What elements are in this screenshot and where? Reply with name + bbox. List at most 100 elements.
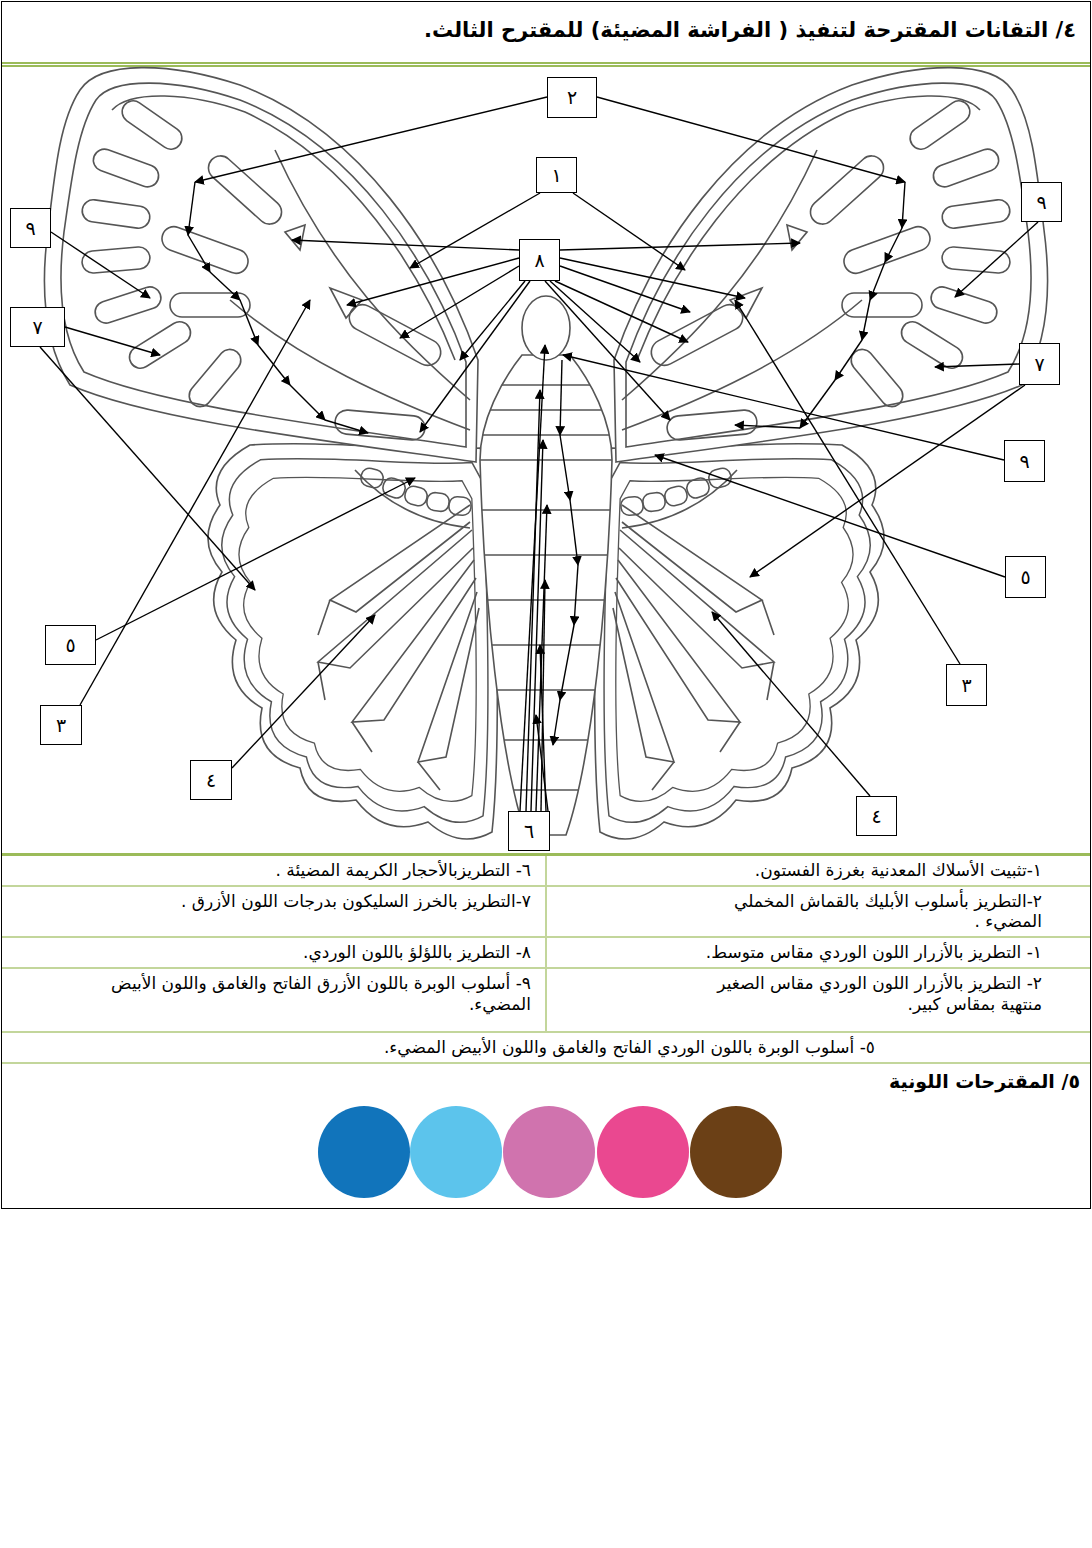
table-row: ١- التطريز بالأزرار اللون الوردي مقاس مت… xyxy=(2,938,1090,969)
leader-lines-part xyxy=(325,420,368,433)
leader-lines-part xyxy=(195,97,547,182)
leader-lines-part xyxy=(862,300,870,340)
callout-box: ٥ xyxy=(45,625,96,665)
leader-lines-part xyxy=(51,232,150,298)
callout-box: ٢ xyxy=(547,77,597,118)
leader-lines-part xyxy=(560,243,800,250)
leader-lines-part xyxy=(735,425,800,428)
hind-wing-part xyxy=(330,505,470,612)
hind-wing-part xyxy=(208,444,497,839)
leader-lines-part xyxy=(258,345,290,385)
callout-box: ٤ xyxy=(190,760,232,800)
leader-lines-part xyxy=(400,266,519,338)
technique-text: ٧-التطريز بالخرز السليكون بدرجات اللون ا… xyxy=(102,891,531,912)
leader-lines-part xyxy=(40,347,255,590)
fore-wing-part xyxy=(185,345,246,411)
table-row: ٥- أسلوب الوبرة باللون الوردي الفاتح وال… xyxy=(2,1033,1090,1064)
leader-lines-part xyxy=(560,258,745,298)
technique-text: ١-تثبيت الأسلاك المعدنية بغرزة الفستون. xyxy=(697,860,1042,881)
leader-lines-part xyxy=(655,455,1005,577)
fore-wing-part xyxy=(159,223,252,276)
callout-number: ٥ xyxy=(1020,568,1030,587)
hind-wing-part xyxy=(448,496,471,515)
fore-wing-part xyxy=(170,293,250,317)
callout-number: ٧ xyxy=(1034,355,1044,374)
fore-wing-part xyxy=(81,246,151,274)
callout-box: ٩ xyxy=(1004,440,1045,482)
hind-wing-part xyxy=(418,592,479,762)
technique-text: ٨- التطريز باللؤلؤ باللون الوردي. xyxy=(102,942,531,963)
table-cell: ٢- التطريز بالأزرار اللون الوردي مقاس ال… xyxy=(545,969,1090,1031)
table-cell: ٥- أسلوب الوبرة باللون الوردي الفاتح وال… xyxy=(2,1033,1090,1062)
leader-lines-part xyxy=(597,97,905,182)
leader-lines xyxy=(40,97,1038,811)
hind-wing-part xyxy=(318,600,440,790)
leader-lines-part xyxy=(65,327,160,355)
technique-text: ٢-التطريز بأسلوب الأبليك بالقماش المخملي… xyxy=(697,891,1042,932)
leader-lines-part xyxy=(885,228,902,262)
wing-half xyxy=(44,68,497,839)
leader-lines-part xyxy=(935,364,1019,367)
technique-table: ١-تثبيت الأسلاك المعدنية بغرزة الفستون. ٦… xyxy=(2,856,1090,1064)
leader-lines-part xyxy=(573,193,685,270)
technique-text: ١- التطريز بالأزرار اللون الوردي مقاس مت… xyxy=(697,942,1042,963)
callout-number: ٤ xyxy=(871,807,881,826)
callout-number: ٣ xyxy=(961,676,971,695)
callout-box: ٤ xyxy=(856,796,897,836)
fore-wing-part xyxy=(345,300,446,370)
leader-lines-part xyxy=(188,235,210,272)
leader-lines-part xyxy=(570,500,578,565)
table-cell: ١- التطريز بالأزرار اللون الوردي مقاس مت… xyxy=(545,938,1090,967)
callout-number: ٥ xyxy=(65,636,75,655)
technique-text: ٦- التطريزبالأحجار الكريمة المضيئة . xyxy=(102,860,531,881)
hind-wing-part xyxy=(239,477,476,801)
leader-lines-part xyxy=(232,615,375,768)
fore-wing-part xyxy=(81,198,151,229)
leader-lines-part xyxy=(292,240,519,250)
leader-lines-part xyxy=(188,182,195,235)
table-cell: ٦- التطريزبالأحجار الكريمة المضيئة . xyxy=(2,856,545,885)
leader-lines-part xyxy=(800,380,835,428)
table-cell: ٩- أسلوب الوبرة باللون الأزرق الفاتح وال… xyxy=(2,969,545,1031)
technique-text: ٢- التطريز بالأزرار اللون الوردي مقاس ال… xyxy=(697,973,1042,1014)
fore-wing-part xyxy=(125,318,194,373)
callout-number: ٤ xyxy=(206,771,216,790)
table-row: ٢-التطريز بأسلوب الأبليك بالقماش المخملي… xyxy=(2,887,1090,938)
callout-box: ١ xyxy=(536,157,577,193)
color-swatch xyxy=(318,1106,410,1198)
leader-lines-part xyxy=(870,262,885,300)
leader-lines-part xyxy=(80,300,310,705)
color-swatches xyxy=(2,1096,1090,1208)
leader-lines-part xyxy=(902,182,905,228)
leader-lines-part xyxy=(545,281,670,420)
page-title: ٤/ التقانات المقترحة لتنفيذ ( الفراشة ال… xyxy=(16,2,1076,43)
leader-lines-part xyxy=(550,281,640,362)
callout-number: ٩ xyxy=(1036,193,1046,212)
callout-box: ٥ xyxy=(1005,556,1046,598)
wing-half xyxy=(595,68,1048,839)
leader-lines-part xyxy=(420,281,530,432)
hind-wing-part xyxy=(352,560,476,722)
table-row: ١-تثبيت الأسلاك المعدنية بغرزة الفستون. ٦… xyxy=(2,856,1090,887)
callout-box: ٩ xyxy=(10,208,51,248)
leader-lines-part xyxy=(96,478,415,640)
leader-lines-part xyxy=(735,300,960,664)
callout-box: ٨ xyxy=(519,239,560,281)
fore-wing-part xyxy=(44,68,478,462)
fore-wing-part xyxy=(61,83,466,447)
fore-wing-part xyxy=(275,150,470,400)
callout-number: ٢ xyxy=(567,88,577,107)
callout-box: ٩ xyxy=(1021,182,1062,222)
fore-wing xyxy=(44,68,478,462)
table-row: ٢- التطريز بالأزرار اللون الوردي مقاس ال… xyxy=(2,969,1090,1033)
leader-lines-part xyxy=(750,385,1025,577)
section-heading-text: ٥/ المقترحات اللونية xyxy=(12,1070,1080,1092)
leader-lines-part xyxy=(290,385,325,420)
color-swatch xyxy=(410,1106,502,1198)
leader-lines-part xyxy=(955,222,1038,297)
leader-lines-part xyxy=(210,272,240,300)
leader-lines-part xyxy=(560,266,690,312)
butterfly-illustration xyxy=(0,0,1092,870)
color-swatch xyxy=(503,1106,595,1198)
section-heading: ٥/ المقترحات اللونية xyxy=(2,1064,1090,1096)
